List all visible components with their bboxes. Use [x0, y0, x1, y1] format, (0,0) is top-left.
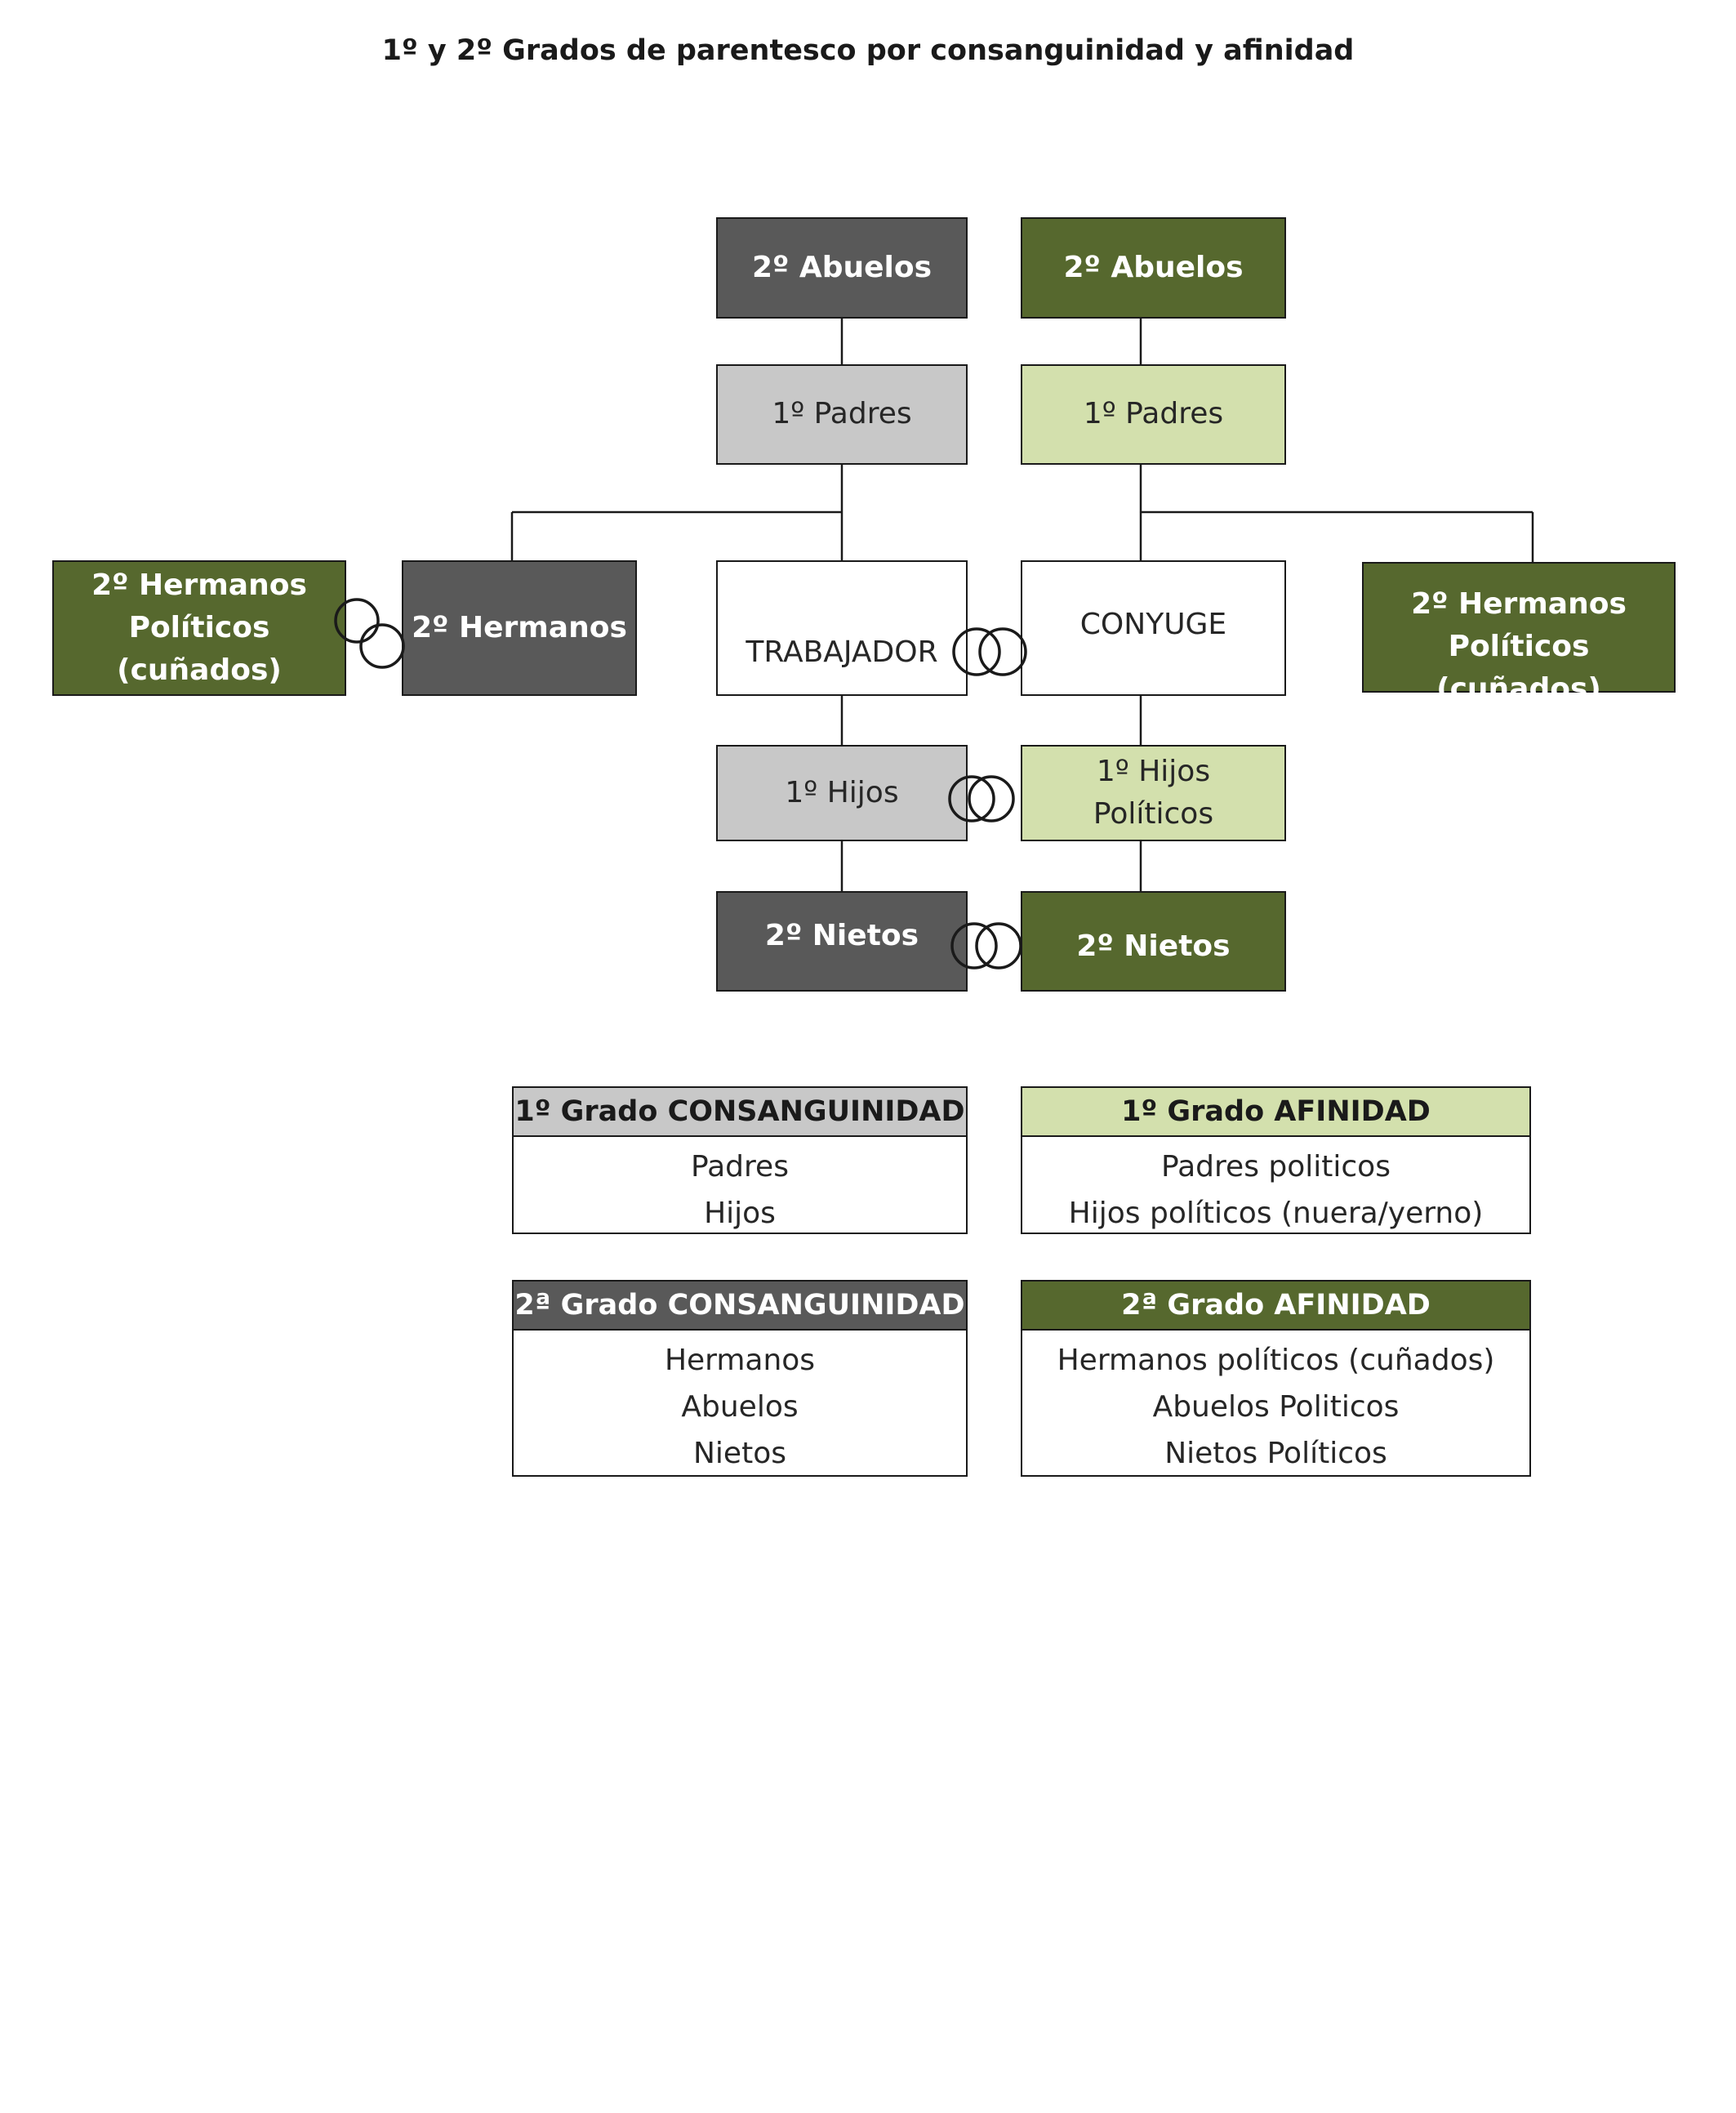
legend-item: Nietos Políticos: [1164, 1437, 1387, 1470]
node-label: CONYUGE: [1079, 607, 1227, 641]
legend-item: Nietos: [693, 1437, 786, 1470]
node-padres-afinidad: 1º Padres: [1021, 364, 1286, 465]
legend-item: Hermanos políticos (cuñados): [1057, 1344, 1495, 1377]
node-label: 2º Hermanos: [412, 610, 627, 644]
node-trabajador: TRABAJADOR: [716, 560, 968, 696]
node-label-line: 2º Hermanos: [91, 568, 307, 602]
legend-title: 2ª Grado CONSANGUINIDAD: [514, 1282, 966, 1331]
legend-title: 1º Grado CONSANGUINIDAD: [514, 1088, 966, 1137]
interlocked-rings-icon: [948, 775, 1015, 822]
legend-item: Padres: [691, 1150, 789, 1184]
node-nietos-afinidad: 2º Nietos: [1021, 891, 1286, 992]
legend-segundo-grado-afinidad: 2ª Grado AFINIDAD Hermanos políticos (cu…: [1021, 1280, 1531, 1477]
node-hijos-afinidad: 1º Hijos Políticos: [1021, 745, 1286, 841]
node-abuelos-afinidad: 2º Abuelos: [1021, 217, 1286, 319]
interlocked-rings-icon: [952, 627, 1027, 676]
node-label: 2º Nietos: [1076, 929, 1231, 964]
node-label-line: (cuñados): [117, 653, 282, 688]
node-hijos-consanguinidad: 1º Hijos: [716, 745, 968, 841]
legend-item: Hijos políticos (nuera/yerno): [1068, 1197, 1484, 1230]
node-nietos-consanguinidad: 2º Nietos: [716, 891, 968, 992]
node-hermanos: 2º Hermanos: [402, 560, 637, 696]
legend-item: Hermanos: [664, 1344, 816, 1377]
node-hermanos-politicos-left: 2º Hermanos Políticos (cuñados): [52, 560, 346, 696]
legend-title: 1º Grado AFINIDAD: [1022, 1088, 1529, 1137]
node-label-line: 2º Hermanos: [1411, 586, 1627, 621]
legend-primer-grado-consanguinidad: 1º Grado CONSANGUINIDAD Padres Hijos: [512, 1086, 968, 1234]
legend-item: Hijos: [704, 1197, 776, 1230]
interlocked-rings-icon: [950, 922, 1022, 970]
node-label: 2º Abuelos: [1063, 250, 1244, 284]
node-hermanos-politicos-right: 2º Hermanos Políticos (cuñados): [1362, 562, 1676, 706]
node-label: TRABAJADOR: [746, 635, 938, 669]
legend-item: Abuelos Politicos: [1152, 1390, 1400, 1424]
node-abuelos-consanguinidad: 2º Abuelos: [716, 217, 968, 319]
node-label: 2º Abuelos: [751, 250, 933, 284]
node-label-line: Políticos: [1093, 797, 1214, 831]
legend-item: Padres politicos: [1161, 1150, 1391, 1184]
page-title: 1º y 2º Grados de parentesco por consang…: [381, 34, 1355, 67]
interlocked-rings-icon: [334, 598, 405, 669]
node-label-line: Políticos: [128, 610, 270, 644]
node-label-line: Políticos (cuñados): [1436, 629, 1601, 707]
legend-primer-grado-afinidad: 1º Grado AFINIDAD Padres politicos Hijos…: [1021, 1086, 1531, 1234]
node-padres-consanguinidad: 1º Padres: [716, 364, 968, 465]
legend-segundo-grado-consanguinidad: 2ª Grado CONSANGUINIDAD Hermanos Abuelos…: [512, 1280, 968, 1477]
node-label: 1º Hijos: [785, 775, 899, 809]
legend-item: Abuelos: [681, 1390, 799, 1424]
legend-title: 2ª Grado AFINIDAD: [1022, 1282, 1529, 1331]
node-label: 2º Nietos: [764, 919, 919, 953]
node-label: 1º Padres: [1083, 397, 1224, 431]
node-conyuge: CONYUGE: [1021, 560, 1286, 696]
node-label-line: 1º Hijos: [1096, 754, 1211, 788]
node-label: 1º Padres: [772, 397, 912, 431]
